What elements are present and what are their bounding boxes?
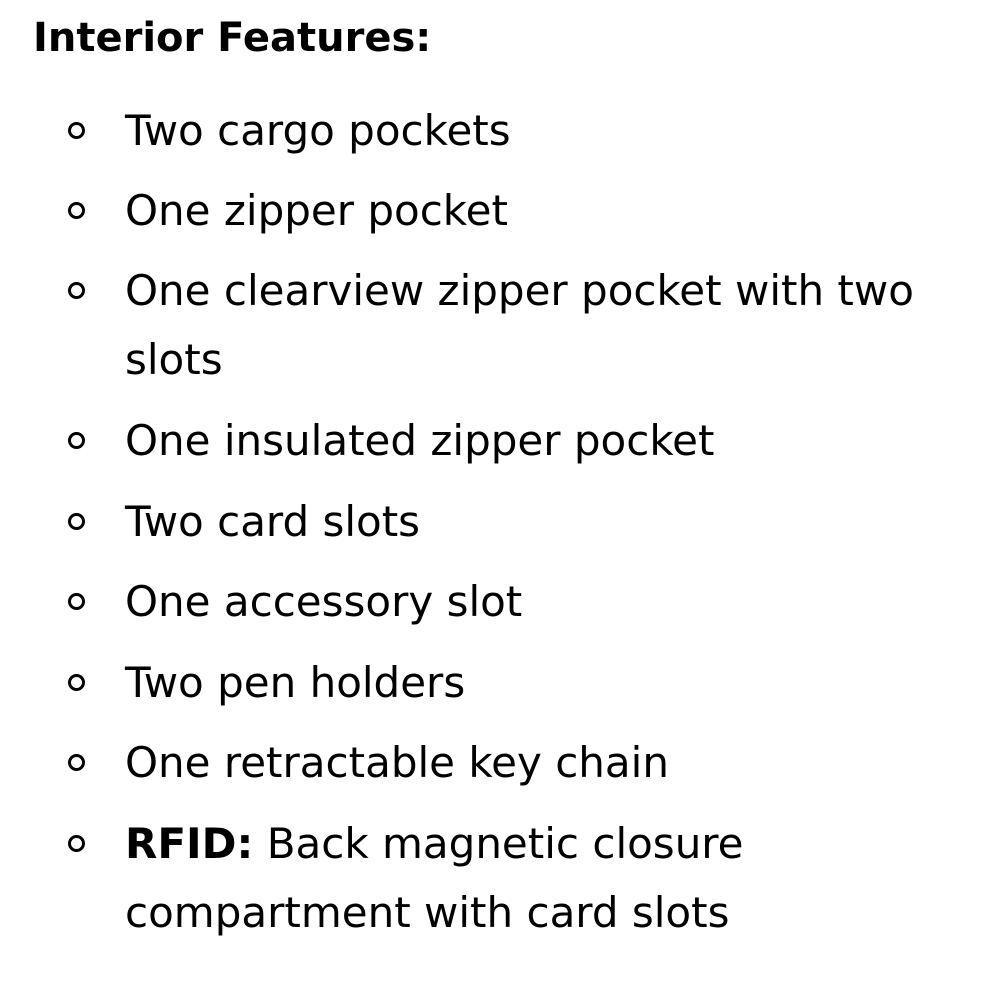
list-item-text: One clearview zipper pocket with two slo… — [125, 256, 955, 394]
list-item-line: compartment with card slots — [125, 888, 730, 937]
hollow-circle-bullet-icon — [68, 282, 85, 299]
list-item-line: One insulated zipper pocket — [125, 416, 715, 465]
hollow-circle-bullet-icon — [68, 432, 85, 449]
list-item-line: Two cargo pockets — [125, 106, 511, 155]
list-item-line: One clearview zipper pocket with two — [125, 266, 914, 315]
list-item-text: One accessory slot — [125, 567, 955, 636]
list-item-text: RFID: Back magnetic closure compartment … — [125, 809, 955, 947]
list-item-line: One retractable key chain — [125, 738, 669, 787]
list-item-text: One retractable key chain — [125, 728, 955, 797]
hollow-circle-bullet-icon — [68, 835, 85, 852]
list-item-text: Two cargo pockets — [125, 96, 955, 165]
list-item-text: Two card slots — [125, 487, 955, 556]
list-item-line: Two pen holders — [125, 658, 466, 707]
list-item-line: slots — [125, 335, 223, 384]
rfid-label: RFID: — [125, 819, 254, 868]
hollow-circle-bullet-icon — [68, 754, 85, 771]
list-item-line: One zipper pocket — [125, 186, 508, 235]
list-item-text: One insulated zipper pocket — [125, 406, 955, 475]
section-heading: Interior Features: — [33, 15, 432, 61]
hollow-circle-bullet-icon — [68, 122, 85, 139]
list-item-line: Back magnetic closure — [266, 819, 744, 868]
list-item-text: One zipper pocket — [125, 176, 955, 245]
hollow-circle-bullet-icon — [68, 513, 85, 530]
hollow-circle-bullet-icon — [68, 593, 85, 610]
hollow-circle-bullet-icon — [68, 202, 85, 219]
list-item-line: Two card slots — [125, 497, 421, 546]
hollow-circle-bullet-icon — [68, 674, 85, 691]
list-item-text: Two pen holders — [125, 648, 955, 717]
list-item-line: One accessory slot — [125, 577, 523, 626]
